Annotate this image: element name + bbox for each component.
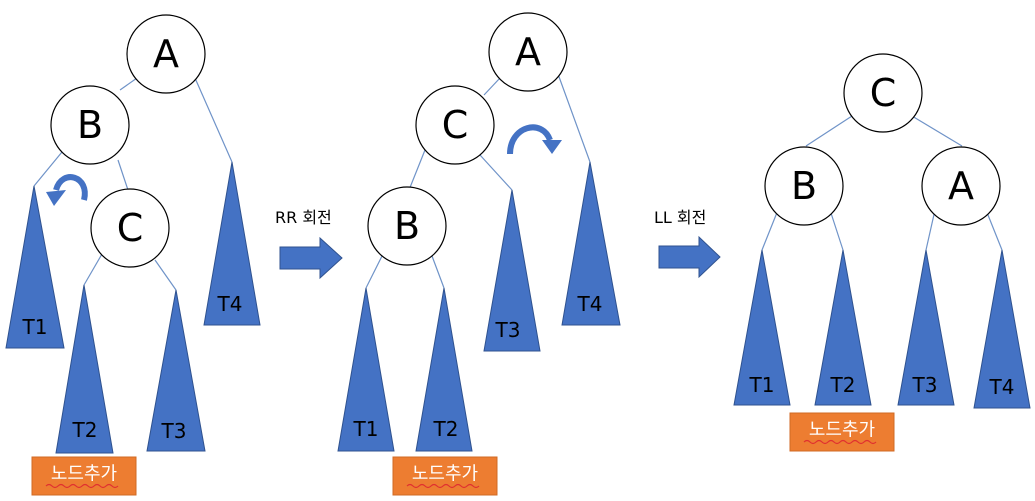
edge-b-t1 bbox=[33, 151, 63, 187]
subtree-t1: T1 bbox=[733, 249, 791, 406]
right-arrow-icon bbox=[279, 236, 343, 280]
subtree-t1: T1 bbox=[5, 185, 65, 349]
edge-b-t2 bbox=[829, 209, 844, 251]
rotate-counterclockwise-icon bbox=[46, 174, 88, 206]
edge-a-b bbox=[119, 77, 138, 91]
subtree-t3: T3 bbox=[897, 249, 955, 406]
subtree-t4: T4 bbox=[561, 161, 621, 326]
edge-a-t4 bbox=[985, 209, 1003, 251]
edge-c-t3 bbox=[154, 259, 177, 291]
node-b-label: B bbox=[77, 103, 103, 147]
node-b-label: B bbox=[791, 164, 817, 208]
node-c: C bbox=[843, 53, 923, 133]
node-c: C bbox=[90, 188, 170, 268]
edge-b-t1 bbox=[365, 255, 383, 289]
edge-c-t3 bbox=[479, 154, 513, 191]
node-c-label: C bbox=[442, 103, 469, 147]
node-c-label: C bbox=[870, 71, 897, 115]
node-b: B bbox=[764, 146, 844, 226]
subtree-t4-label: T4 bbox=[989, 375, 1015, 399]
node-a-label: A bbox=[153, 32, 179, 76]
panel-after-ll-rotation: T1 T2 T3 T4 C B A 노드추가 bbox=[733, 53, 1031, 452]
subtree-t1: T1 bbox=[337, 287, 395, 452]
subtree-t4-label: T4 bbox=[217, 292, 243, 316]
subtree-t4: T4 bbox=[203, 161, 261, 326]
step-ll-rotation: LL 회전 bbox=[654, 208, 721, 279]
edge-c-t2 bbox=[83, 253, 103, 286]
subtree-t4-label: T4 bbox=[577, 292, 603, 316]
node-b: B bbox=[50, 85, 130, 165]
subtree-t4: T4 bbox=[973, 249, 1031, 409]
edge-c-b bbox=[408, 149, 426, 191]
node-a: A bbox=[488, 12, 568, 92]
subtree-t2-label: T2 bbox=[830, 373, 856, 397]
node-a: A bbox=[126, 14, 206, 94]
subtree-t3: T3 bbox=[483, 189, 541, 352]
subtree-t3-label: T3 bbox=[495, 318, 521, 342]
edge-a-c bbox=[483, 77, 501, 96]
step-rr-rotation: RR 회전 bbox=[275, 208, 343, 280]
subtree-t1-label: T1 bbox=[353, 417, 379, 441]
edge-c-b bbox=[805, 115, 853, 147]
add-node-badge-label: 노드추가 bbox=[412, 464, 478, 485]
edge-a-t4 bbox=[194, 77, 233, 163]
add-node-badge: 노드추가 bbox=[392, 456, 498, 496]
subtree-t2-label: T2 bbox=[433, 417, 459, 441]
add-node-badge-label: 노드추가 bbox=[51, 464, 117, 485]
node-a-label: A bbox=[515, 30, 541, 74]
edge-c-a bbox=[911, 115, 963, 147]
subtree-t3: T3 bbox=[146, 289, 206, 452]
node-a: A bbox=[921, 146, 1001, 226]
node-b: B bbox=[367, 186, 447, 266]
edge-a-t3 bbox=[925, 209, 936, 251]
subtree-t2: T2 bbox=[814, 249, 872, 406]
subtree-t2-label: T2 bbox=[72, 418, 98, 442]
step-ll-label: LL 회전 bbox=[654, 208, 706, 227]
subtree-t1-label: T1 bbox=[749, 373, 775, 397]
subtree-t3-label: T3 bbox=[912, 373, 938, 397]
subtree-t1-label: T1 bbox=[22, 315, 48, 339]
node-a-label: A bbox=[948, 164, 974, 208]
node-b-label: B bbox=[394, 204, 420, 248]
step-rr-label: RR 회전 bbox=[275, 208, 332, 227]
node-c-label: C bbox=[117, 206, 144, 250]
rotate-clockwise-icon bbox=[507, 124, 562, 155]
panel-after-rr-rotation: T1 T2 T3 T4 A C B bbox=[337, 12, 621, 496]
subtree-t2: T2 bbox=[415, 287, 473, 452]
right-arrow-icon bbox=[658, 235, 721, 279]
add-node-badge: 노드추가 bbox=[31, 456, 137, 496]
edge-b-c bbox=[117, 159, 129, 191]
subtree-t3-label: T3 bbox=[161, 419, 187, 443]
node-c: C bbox=[415, 85, 495, 165]
add-node-badge-label: 노드추가 bbox=[809, 420, 875, 441]
edge-b-t2 bbox=[431, 255, 445, 289]
panel-before-rotation: T1 T2 T3 T4 A B C bbox=[5, 14, 261, 496]
edge-b-t1 bbox=[761, 209, 779, 251]
add-node-badge: 노드추가 bbox=[789, 412, 895, 452]
subtree-t2: T2 bbox=[55, 284, 114, 454]
edge-a-t4 bbox=[557, 73, 591, 163]
